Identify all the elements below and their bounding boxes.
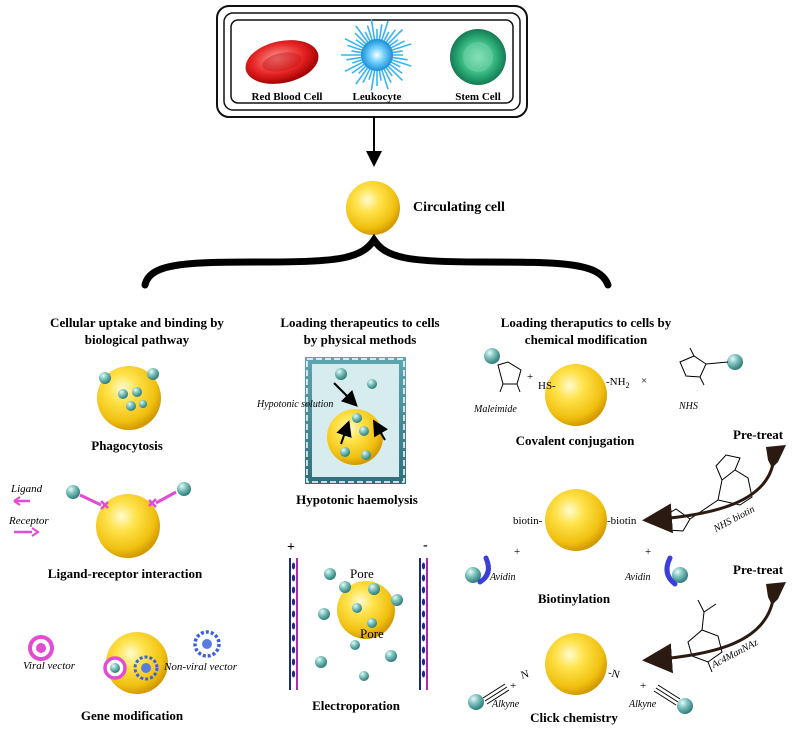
pore-label-2: Pore [360,626,384,641]
gene-modification-graphic [28,630,221,694]
pre-treat-arrow-1 [642,445,786,534]
non-viral-vector-label: Non-viral vector [164,661,238,673]
n3-right-label: -N [606,666,621,682]
nh2-text: -NH [606,376,626,388]
nhs-label: NHS [679,401,698,412]
plus-sign-2: + [514,546,521,558]
ligand-receptor-label: Ligand-receptor interaction [47,566,203,581]
ligand-label: Ligand [11,483,43,495]
maleimide-label: Maleimide [474,404,517,415]
click-chemistry-label: Click chemistry [530,710,618,725]
hypotonic-solution-label: Hypotonic solution [257,399,334,410]
hypotonic-graphic [305,357,406,484]
nh2-label: -NH2 [606,376,630,390]
click-chemistry-graphic [468,599,723,714]
electrode-minus: - [423,538,428,553]
times-sign: × [641,375,648,387]
stem-cell-icon [450,29,506,85]
pre-treat-arrow-2 [642,582,786,674]
middle-heading-line1: Loading therapeutics to cells [280,315,440,330]
red-blood-cell-label: Red Blood Cell [251,91,323,103]
middle-heading-line2: by physical methods [303,332,417,347]
leukocyte-icon [341,19,412,91]
nh2-subscript: 2 [625,381,630,391]
avidin-left-label: Avidin [490,572,516,583]
leukocyte-label: Leukocyte [352,91,402,103]
left-heading-line2: biological pathway [84,332,190,347]
biotinylation-graphic [465,454,753,587]
pre-treat-label-2: Pre-treat [733,562,784,577]
covalent-conjugation-label: Covalent conjugation [515,433,635,448]
alkyne-left-label: Alkyne [492,699,520,710]
hypotonic-haemolysis-label: Hypotonic haemolysis [296,492,418,507]
right-heading-line1: Loading theraputics to cells by [500,315,672,330]
avidin-right-label: Avidin [625,572,651,583]
biotin-right-label: -biotin [607,515,637,527]
brace [141,233,612,289]
middle-heading: Loading therapeutics to cells by physica… [280,314,439,348]
red-blood-cell-icon [245,40,319,84]
viral-vector-label: Viral vector [23,660,76,672]
ligand-receptor-graphic [13,482,191,558]
stem-cell-label: Stem Cell [455,91,501,103]
circulating-cell-label: Circulating cell [413,200,505,215]
electroporation-graphic [289,558,428,690]
left-heading: Cellular uptake and binding by biologica… [50,314,224,348]
receptor-label: Receptor [9,515,49,527]
covalent-conjugation-graphic [484,347,743,426]
pore-label-1: Pore [350,566,374,581]
gene-modification-label: Gene modification [80,708,184,723]
biotin-left-label: biotin- [513,515,543,527]
plus-sign-1: + [527,371,534,383]
plus-sign-4: + [510,680,517,692]
alkyne-right-label: Alkyne [629,699,657,710]
right-heading-line2: chemical modification [524,332,648,347]
circulating-cell-icon [346,181,400,235]
biotinylation-label: Biotinylation [537,591,611,606]
plus-sign-5: + [640,680,647,692]
phagocytosis-label: Phagocytosis [91,438,163,453]
cell-source-box [216,5,528,118]
pre-treat-label-1: Pre-treat [733,427,784,442]
electroporation-label: Electroporation [312,698,400,713]
plus-sign-3: + [645,546,652,558]
phagocytosis-cell [97,366,161,430]
right-heading: Loading theraputics to cells by chemical… [501,314,671,348]
electrode-plus: + [287,540,295,555]
hs-label: HS- [538,380,556,392]
left-heading-line1: Cellular uptake and binding by [50,315,224,330]
